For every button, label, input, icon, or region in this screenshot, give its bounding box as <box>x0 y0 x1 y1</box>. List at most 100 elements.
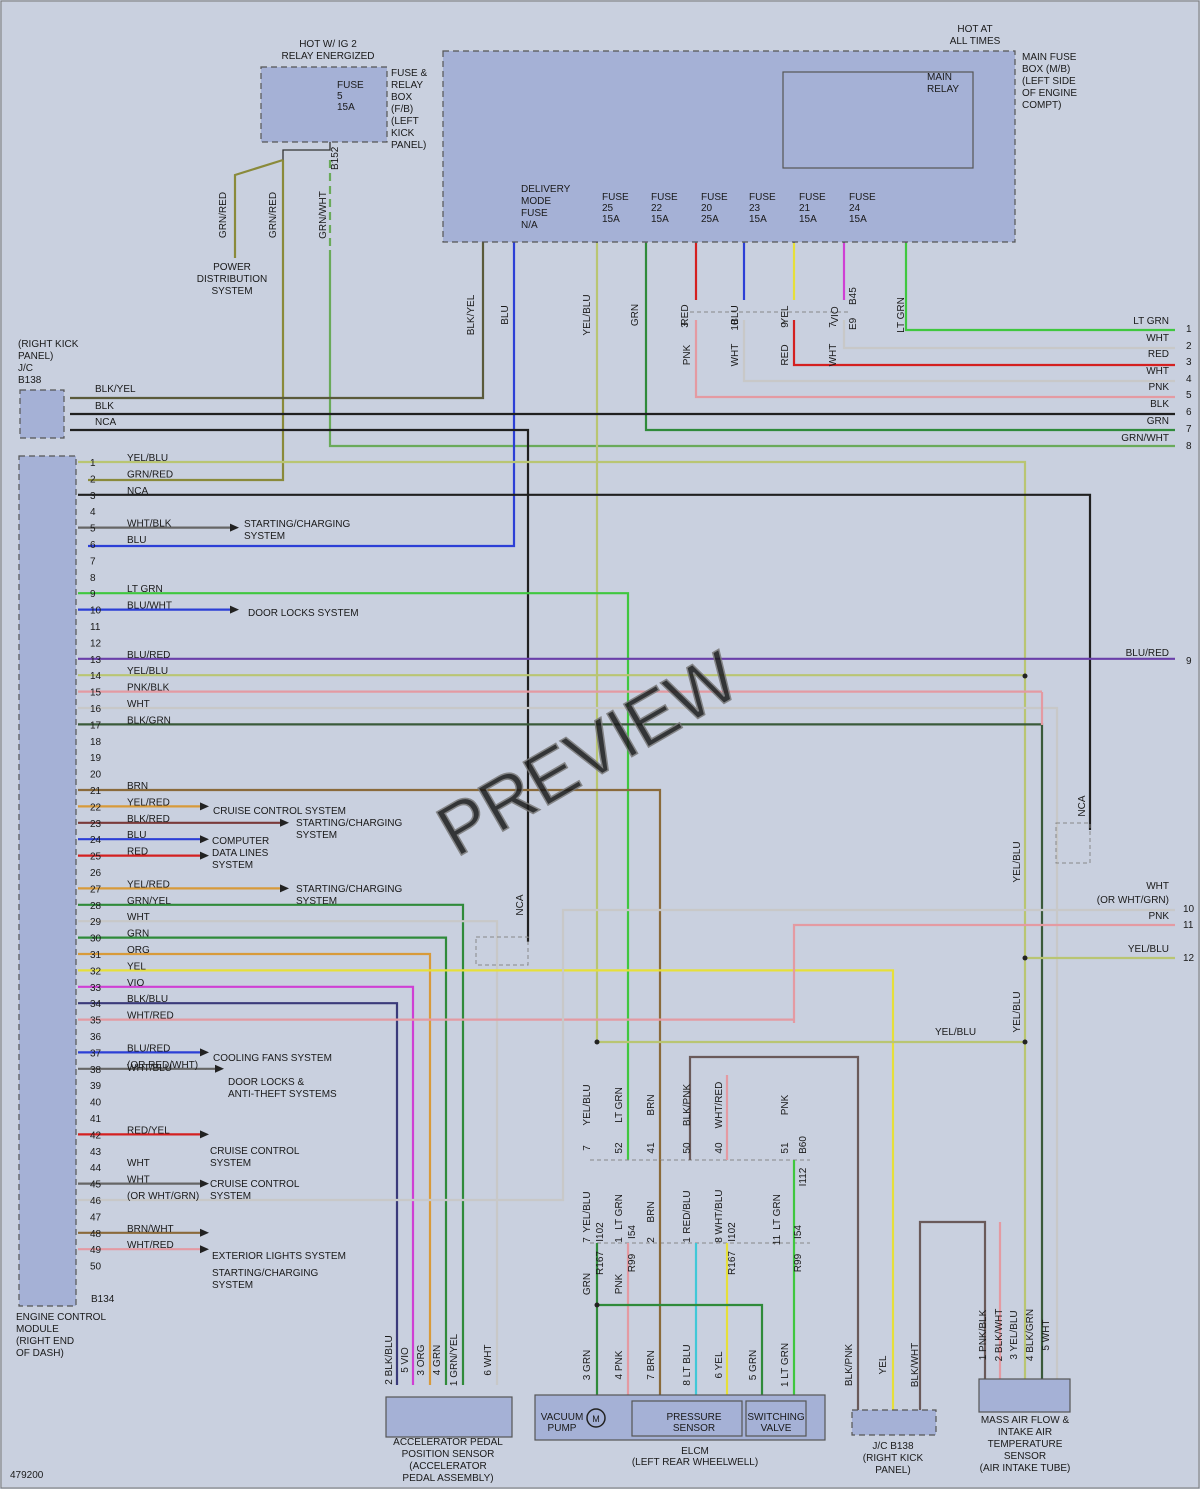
ecm-wire-label: YEL <box>127 961 146 972</box>
pin-number: 1 <box>682 1237 693 1243</box>
splice-dot-icon <box>1022 955 1028 961</box>
pin-number: 52 <box>614 1142 625 1154</box>
pnk-11 <box>792 923 1175 1023</box>
ecm-pin-number: 45 <box>90 1180 102 1191</box>
ecm-wire-label: BLK/GRN <box>127 715 171 726</box>
vertical-wire-label: YEL/BLU <box>582 294 593 335</box>
ecm-wire-label: YEL/BLU <box>127 453 168 464</box>
vertical-wire-label: BRN <box>646 1094 657 1115</box>
blu-wire-ecm6 <box>88 172 516 548</box>
ecm-wire-label: BLU <box>127 535 146 546</box>
system-arrow-icon <box>200 1179 209 1188</box>
maf-label: INTAKE AIR <box>998 1427 1052 1438</box>
system-label: SYSTEM <box>296 896 337 907</box>
ecm-pin-number: 34 <box>90 999 102 1010</box>
connector-label: R99 <box>793 1253 804 1272</box>
system-label: SYSTEM <box>212 860 253 871</box>
ecm-pin-number: 18 <box>90 737 102 748</box>
ecm-wire-label: BLU/WHT <box>127 601 172 612</box>
system-label: SYSTEM <box>244 531 285 542</box>
vertical-wire-label: YEL <box>780 305 791 324</box>
vertical-wire-label: GRN/RED <box>268 192 279 238</box>
ecm-pin-number: 21 <box>90 786 102 797</box>
vertical-wire-label: RED/BLU <box>682 1190 693 1233</box>
pressure-label: SENSOR <box>673 1423 715 1434</box>
jc-label: J/C <box>18 363 33 374</box>
ecm-pin-number: 1 <box>90 458 96 469</box>
vertical-wire-label: NCA <box>1077 795 1088 816</box>
vertical-wire-label: PNK <box>614 1273 625 1294</box>
delivery-label: DELIVERY <box>521 184 571 195</box>
ecm-pin-number: 9 <box>90 589 96 600</box>
fuse-label: 15A <box>849 214 867 225</box>
right-wire-label: LT GRN <box>1133 316 1169 327</box>
splice-dot-icon <box>1022 1039 1028 1045</box>
right-pin-number: 7 <box>1186 424 1192 435</box>
ecm-pin-number: 31 <box>90 950 102 961</box>
system-label: STARTING/CHARGING <box>244 519 351 530</box>
vertical-wire-label: YEL/BLU <box>1012 841 1023 882</box>
fuse-label: 15A <box>651 214 669 225</box>
maf-label: SENSOR <box>1004 1451 1046 1462</box>
grn-red-ecm-2 <box>88 160 285 482</box>
ecm-pin-31-wire <box>78 952 432 1385</box>
fuse-label: FUSE <box>651 192 678 203</box>
ecm-wire-label: YEL/BLU <box>127 666 168 677</box>
elcm-pin-label: 3 GRN <box>582 1350 593 1381</box>
right-wire-label: RED <box>1148 349 1169 360</box>
ecm-label: (RIGHT END <box>16 1336 74 1347</box>
connector-label: B152 <box>330 146 341 170</box>
fuse-label: 5 <box>337 91 343 102</box>
lt-grn-1 <box>904 243 1175 332</box>
fuse-label: 15A <box>337 102 355 113</box>
ecm-pin-number: 26 <box>90 868 102 879</box>
system-label: STARTING/CHARGING <box>296 884 403 895</box>
right-pin-number: 1 <box>1186 324 1192 335</box>
maf-label: (AIR INTAKE TUBE) <box>980 1463 1071 1474</box>
ecm-pin-number: 46 <box>90 1196 102 1207</box>
system-label: STARTING/CHARGING <box>296 818 403 829</box>
blk-wht-maf <box>918 1220 987 1410</box>
document-id: 479200 <box>10 1470 44 1481</box>
ecm-pin-number: 4 <box>90 507 96 518</box>
ecm-wire-label: WHT/RED <box>127 1240 174 1251</box>
wires <box>70 52 1175 1410</box>
power-dist-label: SYSTEM <box>211 286 252 297</box>
system-arrow-icon <box>230 605 239 614</box>
grn-red-power-dist <box>233 158 284 258</box>
hot-label: HOT AT <box>957 24 992 35</box>
jc-b138-label: J/C B138 <box>872 1441 914 1452</box>
ecm-pin-number: 23 <box>90 819 102 830</box>
right-wire-label: PNK <box>1148 911 1169 922</box>
vertical-wire-label: LT GRN <box>614 1087 625 1123</box>
vertical-wire-label: YEL/BLU <box>582 1191 593 1232</box>
ecm-pin-number: 49 <box>90 1245 102 1256</box>
maf-pin-label: 4 BLK/GRN <box>1025 1309 1036 1361</box>
system-arrow-icon <box>200 1048 209 1057</box>
wire-label: YEL/BLU <box>935 1027 976 1038</box>
ecm-pin-3-wire <box>78 493 1092 830</box>
ecm-pin-28-wire <box>78 903 465 1385</box>
fuse-label: 21 <box>799 203 811 214</box>
app-pin-label: 5 VIO <box>400 1347 411 1373</box>
jc-b138-right <box>851 1409 937 1436</box>
ecm-wire-label: (OR WHT/GRN) <box>127 1191 199 1202</box>
fb-label: PANEL) <box>391 140 426 151</box>
app-label: POSITION SENSOR <box>402 1449 495 1460</box>
vertical-wire-label: BLU <box>500 305 511 324</box>
ecm-wire-label: BRN/WHT <box>127 1224 174 1235</box>
fuse-label: 25 <box>602 203 614 214</box>
system-arrow-icon <box>200 1228 209 1237</box>
system-arrow-icon <box>200 1245 209 1254</box>
pump-label: PUMP <box>548 1423 577 1434</box>
connector-label: R99 <box>627 1253 638 1272</box>
ecm-wire-label: BLU/RED <box>127 650 170 661</box>
app-pin-label: 1 GRN/YEL <box>449 1333 460 1386</box>
right-wire-label: WHT <box>1146 366 1169 377</box>
ecm-wire-label: RED/YEL <box>127 1125 170 1136</box>
vertical-wire-label: GRN/RED <box>218 192 229 238</box>
ecm-pin-number: 39 <box>90 1081 102 1092</box>
wire-label: BLK/YEL <box>95 384 136 395</box>
vertical-wire-label: VIO <box>830 306 841 323</box>
